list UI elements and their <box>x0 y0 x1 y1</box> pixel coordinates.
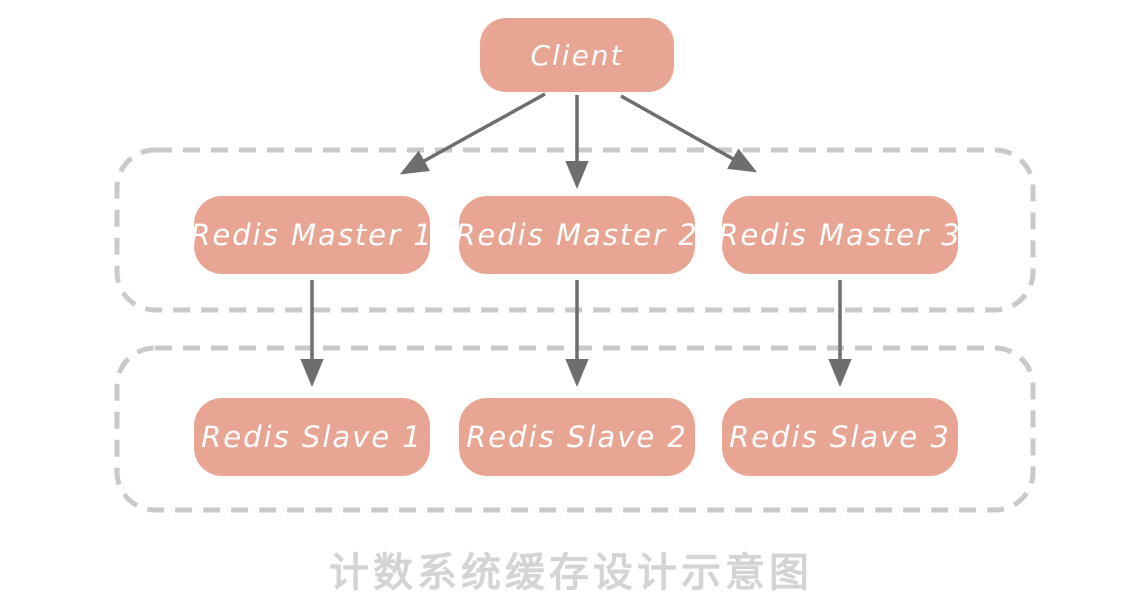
redis-slave-1-node: Redis Slave 1 <box>194 398 430 476</box>
client-node: Client <box>480 18 674 92</box>
edge-client-master3 <box>620 94 758 173</box>
slave-group-container <box>114 345 1036 513</box>
redis-slave-2-node: Redis Slave 2 <box>459 398 695 476</box>
redis-master-1-node: Redis Master 1 <box>190 196 432 274</box>
redis-master-3-node: Redis Master 3 <box>718 196 960 274</box>
master-group-container <box>114 147 1036 313</box>
redis-master-2-node: Redis Master 2 <box>455 196 697 274</box>
edge-client-master1 <box>399 92 546 175</box>
redis-slave-3-node: Redis Slave 3 <box>722 398 958 476</box>
diagram-caption: 计数系统缓存设计示意图 <box>329 550 813 596</box>
